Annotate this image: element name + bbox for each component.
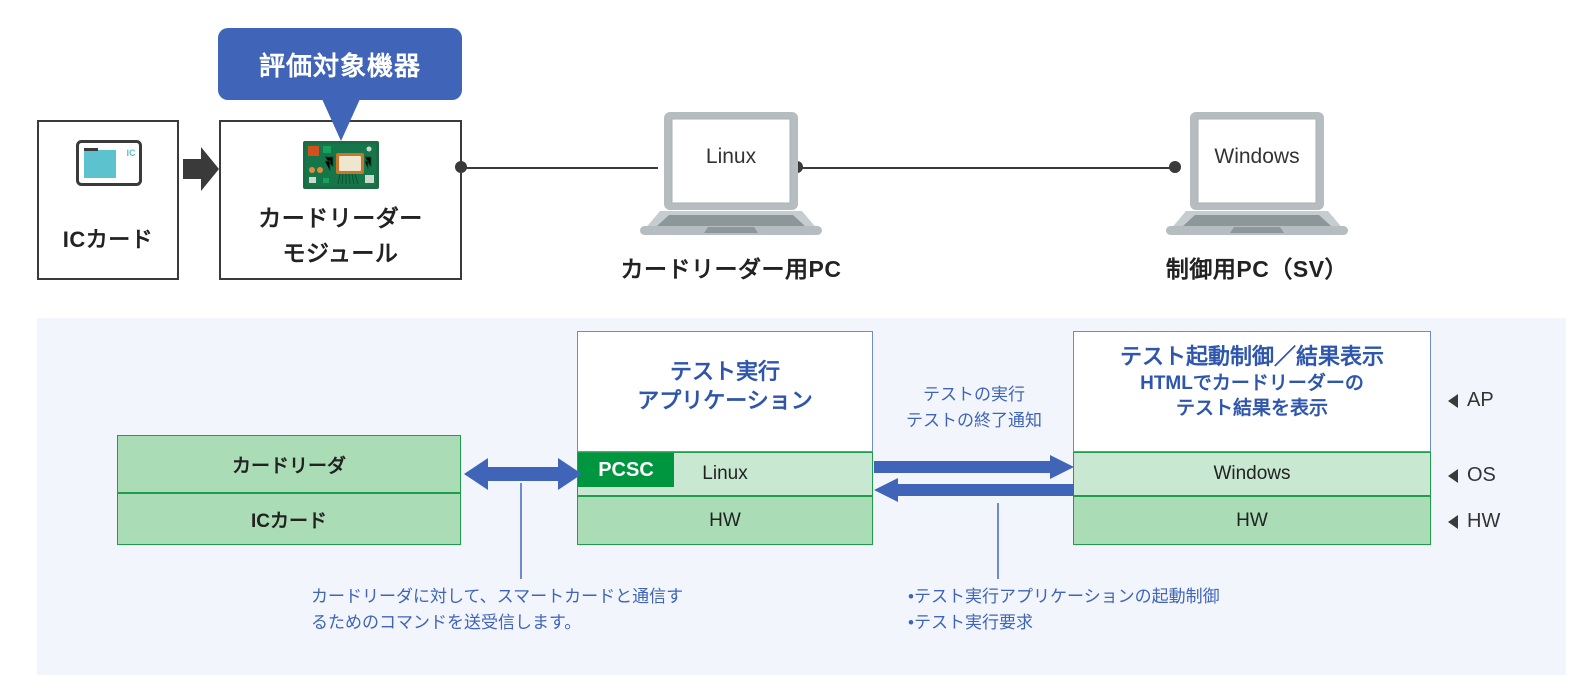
bottom-note-left: カードリーダに対して、スマートカードと通信す るためのコマンドを送受信します。 <box>311 584 781 637</box>
side-label-os: OS <box>1448 464 1496 487</box>
arrow-right-test-execution <box>874 455 1074 479</box>
linux-pc-caption: カードリーダー用PC <box>620 256 842 282</box>
windows-laptop-icon <box>1166 112 1348 235</box>
triangle-left-icon <box>1448 514 1458 529</box>
right-stack-app-title: テスト起動制御／結果表示 HTMLでカードリーダーの テスト結果を表示 <box>1073 342 1431 421</box>
bottom-note-right: •テスト実行アプリケーションの起動制御 •テスト実行要求 <box>908 584 1348 637</box>
middle-stack-pcsc-badge: PCSC <box>578 453 674 487</box>
link-module-to-linux <box>462 167 658 169</box>
bottom-note-left-line1: カードリーダに対して、スマートカードと通信す <box>311 587 684 606</box>
middle-note-line1: テストの実行 <box>923 385 1025 404</box>
callout-tail-icon <box>322 99 360 141</box>
link-linux-to-windows <box>796 167 1180 169</box>
flow-arrow-icon <box>183 147 219 191</box>
bottom-note-left-line2: るためのコマンドを送受信します。 <box>311 613 582 633</box>
middle-stack-hw-layer: HW <box>577 496 873 545</box>
leader-line-left <box>520 483 522 579</box>
right-stack-hw-layer: HW <box>1073 496 1431 545</box>
windows-pc-caption: 制御用PC（SV） <box>1165 256 1349 282</box>
side-label-hw-text: HW <box>1467 510 1501 532</box>
right-app-sub-line1: HTMLでカードリーダーの <box>1140 373 1364 395</box>
linux-laptop-icon <box>640 112 822 235</box>
right-app-title-line1: テスト起動制御／結果表示 <box>1119 344 1384 369</box>
left-stack-layer-card-reader: カードリーダ <box>117 435 461 493</box>
left-stack-layer-ic-card: ICカード <box>117 493 461 545</box>
middle-arrow-note: テストの実行 テストの終了通知 <box>888 382 1060 435</box>
bottom-note-right-line1: •テスト実行アプリケーションの起動制御 <box>908 587 1220 606</box>
pcb-module-icon <box>303 141 379 189</box>
middle-app-title-line1: テスト実行 <box>669 359 780 384</box>
module-box-label-line1: カードリーダー <box>258 205 423 231</box>
leader-line-right <box>997 503 999 579</box>
link-dot-windows <box>1169 161 1181 173</box>
svg-text:IC: IC <box>127 148 137 158</box>
side-label-ap-text: AP <box>1467 389 1494 411</box>
middle-note-line2: テストの終了通知 <box>906 411 1042 431</box>
side-label-ap: AP <box>1448 389 1494 412</box>
link-dot-module <box>455 161 467 173</box>
right-app-sub-line2: テスト結果を表示 <box>1175 398 1328 420</box>
linux-screen-label: Linux <box>705 145 757 168</box>
ic-card-box-label: ICカード <box>62 227 154 252</box>
middle-stack-app-box <box>577 331 873 452</box>
callout-bubble: 評価対象機器 <box>218 28 462 100</box>
arrow-left-test-completion <box>874 478 1074 502</box>
windows-screen-label: Windows <box>1214 145 1300 168</box>
triangle-left-icon <box>1448 468 1458 483</box>
right-stack-os-layer: Windows <box>1073 452 1431 496</box>
ic-card-icon: IC <box>76 140 142 186</box>
right-stack-app-box <box>1073 331 1431 452</box>
module-box-label-line2: モジュール <box>282 240 399 266</box>
middle-stack-app-title: テスト実行 アプリケーション <box>577 357 873 415</box>
bottom-note-right-line2: •テスト実行要求 <box>908 613 1033 633</box>
triangle-left-icon <box>1448 393 1458 408</box>
side-label-hw: HW <box>1448 510 1500 533</box>
middle-app-title-line2: アプリケーション <box>637 388 813 414</box>
bidirectional-arrow-left <box>464 458 582 490</box>
side-label-os-text: OS <box>1467 464 1496 486</box>
